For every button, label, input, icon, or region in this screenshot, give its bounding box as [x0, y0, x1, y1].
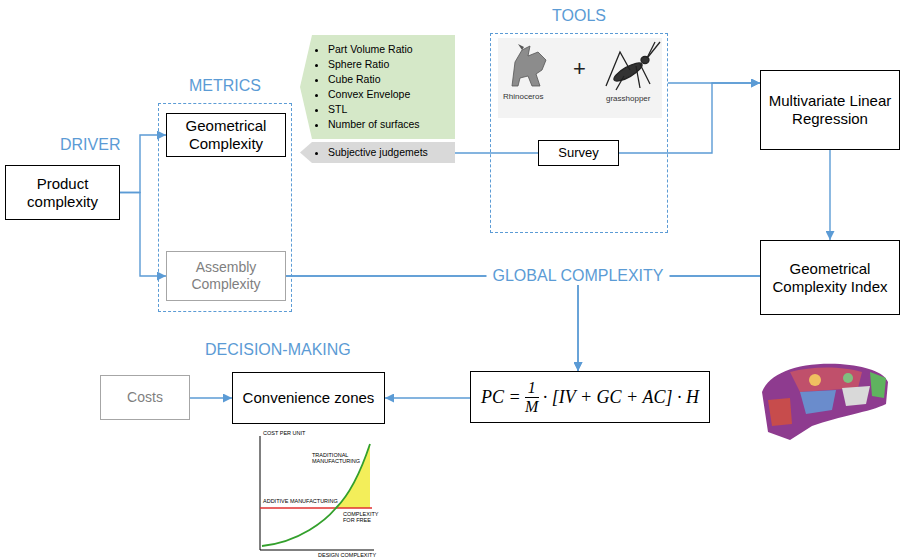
bullet-item: Convex Envelope — [328, 87, 420, 102]
connector-arrow — [455, 152, 538, 153]
drawing-part — [648, 42, 660, 57]
metric-list-panel: Part Volume RatioSphere RatioCube RatioC… — [300, 35, 455, 139]
box-text: Costs — [127, 389, 163, 406]
index-box: Geometrical Complexity Index — [760, 240, 900, 315]
drawing-part — [612, 60, 645, 85]
bullet-item: Part Volume Ratio — [328, 42, 420, 57]
drawing-part — [870, 372, 886, 398]
box-text: Survey — [558, 145, 598, 161]
dashboard-picture — [762, 364, 888, 440]
chart-axis-label: DESIGN COMPLEXITY — [318, 552, 376, 558]
group-heading: TOOLS — [481, 7, 677, 25]
connector-arrow — [619, 83, 760, 153]
bullet-item: Sphere Ratio — [328, 57, 420, 72]
metric-box: Geometrical Complexity — [166, 113, 286, 157]
bullet-item: STL — [328, 102, 420, 117]
bullet-list: Part Volume RatioSphere RatioCube RatioC… — [316, 42, 420, 131]
drawing-part — [762, 364, 888, 440]
group-heading: METRICS — [149, 77, 301, 95]
bullet-list: Subjective judgemets — [316, 145, 428, 160]
driver-box: Product complexity — [5, 165, 120, 220]
traditional-curve — [262, 444, 370, 546]
drawing-part — [800, 390, 836, 414]
chart-axis — [260, 550, 374, 551]
drawing-part — [842, 386, 870, 406]
box-text: Product complexity — [12, 175, 113, 211]
drawing-part — [768, 398, 792, 426]
chart-axis-label: COST PER UNIT — [263, 430, 305, 436]
panel-fill — [300, 35, 455, 139]
drawing-part — [640, 64, 650, 84]
connector-arrow — [578, 276, 760, 371]
bullet-item: Cube Ratio — [328, 72, 420, 87]
metrics-group: METRICSGeometrical ComplexityAssembly Co… — [158, 103, 292, 312]
logo-text: grasshopper — [606, 94, 650, 103]
chart-zone-label: COMPLEXITY FOR FREE — [343, 511, 371, 524]
chart-series-label: TRADITIONAL MANUFACTURING — [312, 452, 346, 465]
chart-axis — [260, 436, 261, 550]
box-text: Multivariate Linear Regression — [767, 92, 893, 128]
grasshopper-logo — [606, 42, 660, 90]
connector-arrow — [829, 150, 830, 240]
rhino-horn — [518, 44, 524, 50]
tools-picture — [498, 38, 662, 118]
connector-arrow — [385, 397, 470, 398]
connector-arrow — [120, 135, 166, 193]
chart-series-label: ADDITIVE MANUFACTURING — [263, 498, 338, 504]
formula-part: PC = — [481, 387, 521, 408]
box-text: Convenience zones — [243, 389, 375, 407]
decision-box: Convenience zones — [232, 372, 385, 424]
box-text: Assembly Complexity — [173, 259, 279, 293]
drawing-part — [636, 66, 640, 88]
box-text: Geometrical Complexity Index — [767, 260, 893, 296]
logo-text: Rhinoceros — [503, 92, 543, 101]
section-heading: DECISION-MAKING — [205, 341, 351, 359]
drawing-part — [843, 373, 853, 383]
connector-label: GLOBAL COMPLEXITY — [486, 267, 669, 285]
drawing-part — [616, 76, 624, 90]
judgement-panel: Subjective judgemets — [300, 142, 455, 163]
box-text: Geometrical Complexity — [173, 117, 279, 153]
metric-box-grey: Assembly Complexity — [166, 251, 286, 301]
connector-arrow — [120, 193, 166, 277]
panel-fill — [300, 142, 455, 163]
fraction-part: 1 — [525, 379, 539, 398]
fraction-part: M — [525, 398, 538, 416]
formula-box: PC =1M· [IV + GC + AC] · H — [470, 371, 710, 423]
process-box: Multivariate Linear Regression — [760, 70, 900, 150]
bullet-item: Number of surfaces — [328, 117, 420, 132]
drawing-part — [606, 52, 630, 86]
cost-box: Costs — [100, 375, 190, 420]
bullet-item: Subjective judgemets — [328, 145, 428, 160]
drawing-part — [647, 42, 655, 58]
plus-sign: + — [573, 56, 586, 81]
connector-arrow — [190, 397, 232, 398]
section-heading: DRIVER — [60, 136, 120, 154]
survey-box: Survey — [538, 140, 619, 166]
drawing-part — [809, 374, 821, 386]
rhino-logo — [512, 46, 546, 86]
formula-part: · [IV + GC + AC] · H — [543, 387, 699, 408]
fraction: 1M — [525, 379, 539, 415]
cost-chart — [260, 436, 374, 550]
additive-line — [260, 507, 372, 509]
